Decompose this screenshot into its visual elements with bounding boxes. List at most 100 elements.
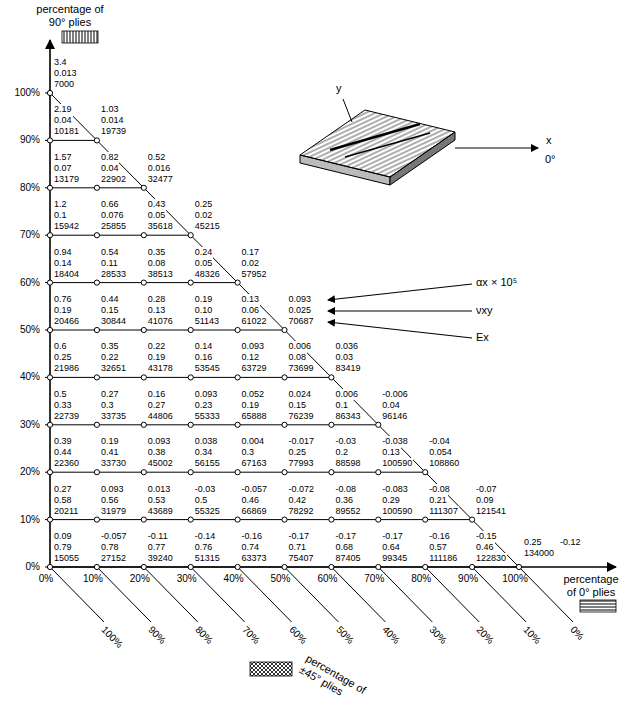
data-value: 0.53	[147, 495, 167, 506]
grid-point	[47, 185, 52, 190]
data-value: 0.08	[288, 352, 308, 363]
data-value: 0.25	[194, 199, 214, 210]
data-value: -0.083	[381, 484, 409, 495]
data-value: 0.25	[53, 352, 73, 363]
data-value: 0.014	[100, 115, 125, 126]
grid-point	[141, 564, 146, 569]
data-value: -0.16	[428, 531, 451, 542]
data-value: -0.07	[475, 484, 498, 495]
grid-point	[188, 233, 193, 238]
data-value: 0.56	[100, 495, 120, 506]
tick-label: 30%	[172, 573, 202, 585]
data-value: 0.13	[147, 305, 167, 316]
data-value: 0.10	[194, 305, 214, 316]
data-value: 22360	[53, 458, 80, 469]
tick-label: 40%	[219, 573, 249, 585]
data-value: 0.24	[194, 247, 214, 258]
grid-point	[47, 138, 52, 143]
data-value: -0.16	[241, 531, 264, 542]
fibre-stripe	[330, 124, 420, 150]
tick-label: 10%	[2, 514, 40, 526]
tick-label: 70%	[359, 573, 389, 585]
grid-point	[282, 422, 287, 427]
tick-label: 20%	[125, 573, 155, 585]
data-value: 77993	[288, 458, 315, 469]
axis-letter: x	[546, 134, 552, 147]
data-value: 0.076	[100, 210, 125, 221]
data-value: 35618	[147, 221, 174, 232]
callout-arrow	[328, 310, 472, 311]
data-value: 0.11	[100, 258, 119, 269]
data-value: 0.43	[147, 199, 167, 210]
tick-label: 90%	[146, 624, 168, 646]
ply-0-icon	[580, 600, 616, 612]
data-value: -0.12	[559, 537, 582, 548]
data-value: -0.038	[381, 436, 409, 447]
plate-top	[300, 110, 455, 177]
data-value: 0.27	[100, 389, 120, 400]
data-value: 39240	[147, 553, 174, 564]
data-value: 0.093	[288, 294, 313, 305]
boundary-line	[50, 93, 519, 567]
grid-point	[423, 564, 428, 569]
data-value: 0.02	[241, 258, 261, 269]
grid-point	[235, 564, 240, 569]
tick-label: 10%	[78, 573, 108, 585]
data-value: 100590	[381, 506, 413, 517]
tick-label: 100%	[2, 87, 40, 99]
data-value: 0.39	[53, 436, 73, 447]
tick-label: 70%	[240, 624, 262, 646]
grid-point	[94, 233, 99, 238]
tick-label: 0%	[568, 624, 586, 642]
data-value: 0.36	[334, 495, 354, 506]
data-value: 27152	[100, 553, 127, 564]
data-value: 0.038	[194, 436, 219, 447]
grid-point	[282, 327, 287, 332]
grid-point	[188, 327, 193, 332]
data-value: 111307	[428, 506, 459, 517]
data-value: 57952	[241, 269, 268, 280]
data-value: 0.41	[100, 447, 120, 458]
grid-point	[376, 470, 381, 475]
tick-label: 0%	[31, 573, 61, 585]
grid-point	[423, 470, 428, 475]
data-value: 0.052	[241, 389, 266, 400]
axis-title: percentage of ±45° plies	[297, 652, 372, 710]
data-value: 28533	[100, 269, 127, 280]
data-value: 78292	[288, 506, 315, 517]
data-value: 0.09	[53, 531, 73, 542]
data-value: 73699	[288, 363, 315, 374]
data-value: 25855	[100, 221, 127, 232]
grid-point	[188, 470, 193, 475]
axis-title: percentage of 0° plies	[558, 573, 624, 598]
grid-point	[235, 470, 240, 475]
data-value: 0.024	[288, 389, 313, 400]
data-value: 0.64	[381, 542, 401, 553]
data-value: 0.35	[147, 247, 167, 258]
data-value: 0.23	[194, 400, 214, 411]
data-value: 1.2	[53, 199, 68, 210]
grid-point	[47, 90, 52, 95]
tick-label: 30%	[2, 419, 40, 431]
data-value: 83419	[334, 363, 361, 374]
grid-point	[94, 375, 99, 380]
grid-point	[47, 470, 52, 475]
tick-label: 0%	[2, 561, 40, 573]
data-value: 0.79	[53, 542, 73, 553]
data-value: 0.57	[428, 542, 448, 553]
data-value: 0.04	[100, 163, 120, 174]
data-value: 1.57	[53, 152, 73, 163]
data-value: 0.58	[53, 495, 73, 506]
data-value: 0.093	[147, 436, 172, 447]
grid-point	[94, 138, 99, 143]
data-value: 21986	[53, 363, 80, 374]
data-value: -0.04	[428, 436, 451, 447]
data-value: 75407	[288, 553, 315, 564]
tick-label: 20%	[2, 466, 40, 478]
grid-point	[188, 280, 193, 285]
data-value: 0.13	[381, 447, 401, 458]
data-value: 108860	[428, 458, 460, 469]
grid-point	[188, 517, 193, 522]
data-value: 76239	[288, 411, 315, 422]
